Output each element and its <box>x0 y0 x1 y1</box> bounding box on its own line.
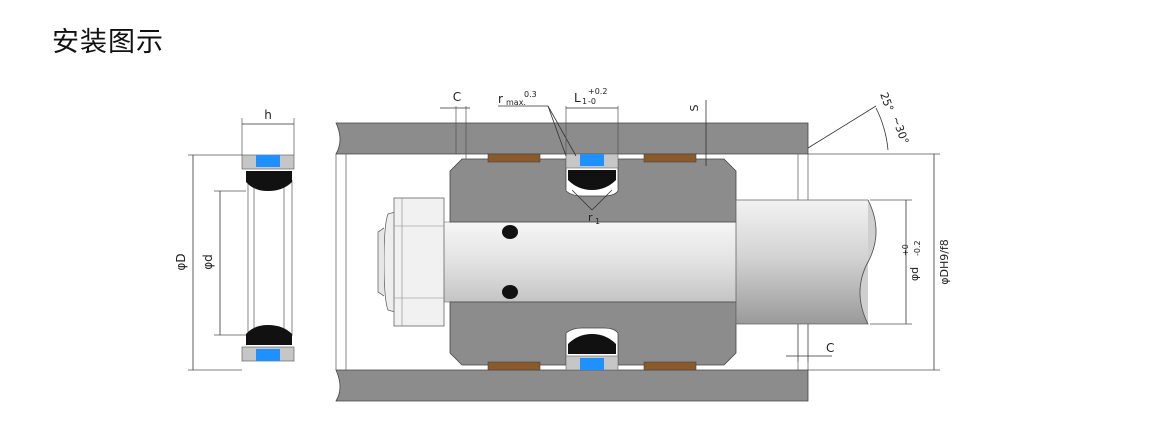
cylinder-wall-top <box>335 122 809 155</box>
dim-phi-DH9: φDH9/f8 <box>938 239 951 285</box>
dim-s: S <box>688 104 701 111</box>
seal-top-section <box>241 154 295 191</box>
piston-lower <box>449 301 737 366</box>
dim-phi-d-tol-sup: +0 <box>901 244 910 256</box>
guide-ring-bottom-right <box>643 361 697 371</box>
dim-r-max-val: 0.3 <box>524 90 537 99</box>
guide-ring-top-right <box>643 153 697 163</box>
dim-r1-sub: 1 <box>595 217 600 226</box>
seal-bottom-section <box>241 325 295 362</box>
dim-phi-d: φd <box>201 254 215 270</box>
dim-h: h <box>264 108 272 122</box>
dim-L1-sup: +0.2 <box>588 87 607 96</box>
piston-rod-inner <box>439 221 741 303</box>
dim-angle-25: 25° <box>877 91 896 114</box>
dim-L1-low: -0 <box>588 97 596 106</box>
guide-ring-bottom-left <box>487 361 541 371</box>
piston-rod <box>735 199 877 325</box>
installation-assembly: S C r max. 0.3 L 1 +0.2 -0 r 1 25° ~30° <box>335 87 951 402</box>
dim-phi-d-tol: φd <box>908 267 921 281</box>
seal-bottom-installed <box>565 334 619 371</box>
dim-phi-D: φD <box>174 253 188 270</box>
dim-r-max-sub: max. <box>506 98 526 107</box>
dim-c-bottom: C <box>826 341 834 355</box>
dim-L1-sub: 1 <box>582 97 587 106</box>
o-ring-bottom <box>502 285 518 299</box>
piston-upper <box>449 158 737 223</box>
cylinder-wall-bottom <box>335 369 809 402</box>
dim-c-top: C <box>453 90 461 104</box>
o-ring-top <box>502 225 518 239</box>
guide-ring-top-left <box>487 153 541 163</box>
dim-phi-d-tol-low: -0.2 <box>913 240 922 256</box>
dim-r-max: r <box>498 92 503 106</box>
dim-angle-30: ~30° <box>889 115 911 146</box>
dim-L1: L <box>574 91 581 105</box>
seal-top-installed <box>565 153 619 190</box>
page-title: 安装图示 <box>52 27 164 58</box>
dim-r1: r <box>588 211 593 224</box>
nut <box>377 197 445 327</box>
seal-section-view: h φD φd <box>174 108 295 371</box>
